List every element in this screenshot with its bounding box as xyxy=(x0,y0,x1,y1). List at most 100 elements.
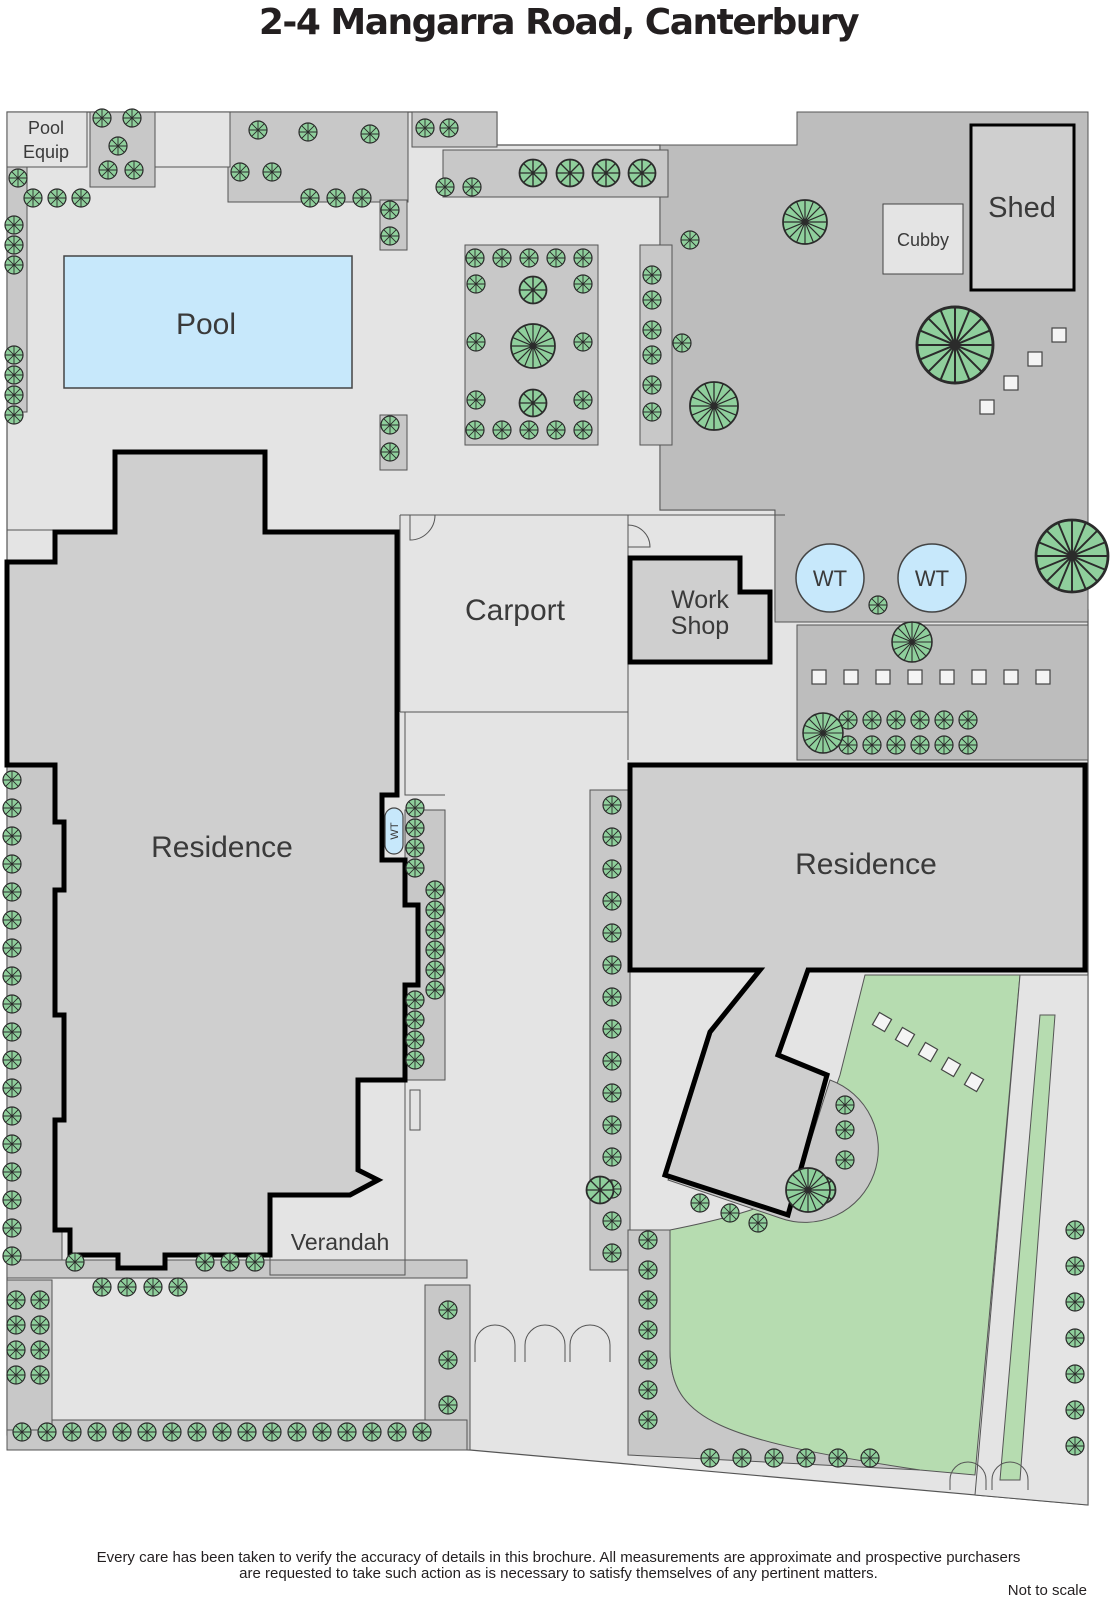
tree-icon xyxy=(602,891,622,911)
shed-label: Shed xyxy=(988,192,1056,224)
tree-icon xyxy=(700,1448,720,1468)
tree-icon xyxy=(4,255,24,275)
pool-equip-label: Equip xyxy=(23,142,69,162)
tree-icon xyxy=(546,248,566,268)
tree-icon xyxy=(519,420,539,440)
tree-icon xyxy=(326,188,346,208)
tree-icon xyxy=(124,160,144,180)
tree-icon xyxy=(638,1230,658,1250)
tree-icon xyxy=(405,798,425,818)
cubby-label: Cubby xyxy=(897,230,949,250)
scale-note: Not to scale xyxy=(1007,1582,1087,1599)
tree-icon xyxy=(2,798,22,818)
tree-icon xyxy=(262,162,282,182)
door-swing-icon xyxy=(409,514,1029,1490)
tree-icon xyxy=(112,1422,132,1442)
tree-icon xyxy=(405,990,425,1010)
tree-icon xyxy=(602,987,622,1007)
tree-icon xyxy=(30,1290,50,1310)
gate-step xyxy=(154,111,231,168)
tree-icon xyxy=(438,1350,458,1370)
rear-residence xyxy=(627,762,1088,1219)
tree-icon xyxy=(262,1422,282,1442)
tree-icon xyxy=(638,1350,658,1370)
tree-icon xyxy=(415,118,435,138)
tree-icon xyxy=(438,1395,458,1415)
workshop-label: Shop xyxy=(671,612,729,640)
tree-icon xyxy=(108,136,128,156)
tree-icon xyxy=(4,405,24,425)
tree-icon xyxy=(835,1150,855,1170)
tree-icon xyxy=(2,770,22,790)
tree-icon xyxy=(187,1422,207,1442)
tree-icon xyxy=(2,910,22,930)
tree-icon xyxy=(958,710,978,730)
tree-icon xyxy=(425,900,445,920)
tree-icon xyxy=(782,199,828,245)
tree-icon xyxy=(425,980,445,1000)
tree-icon xyxy=(47,188,67,208)
tree-icon xyxy=(573,420,593,440)
tree-icon xyxy=(642,290,662,310)
tree-icon xyxy=(2,966,22,986)
tree-icon xyxy=(465,420,485,440)
tree-icon xyxy=(220,1252,240,1272)
tree-icon xyxy=(518,158,548,188)
labels: Pool Equip Pool Shed Cubby Carport Work … xyxy=(23,118,1056,1255)
tree-icon xyxy=(466,332,486,352)
tree-icon xyxy=(555,158,585,188)
tree-icon xyxy=(1065,1220,1085,1240)
tree-icon xyxy=(212,1422,232,1442)
tree-icon xyxy=(2,1162,22,1182)
pool-equip xyxy=(6,111,88,168)
tree-icon xyxy=(602,1211,622,1231)
tree-icon xyxy=(680,230,700,250)
tree-icon xyxy=(405,858,425,878)
tree-icon xyxy=(380,200,400,220)
stepping-stone-icon xyxy=(811,327,1067,1093)
tree-icon xyxy=(117,1277,137,1297)
tree-icon xyxy=(910,735,930,755)
tree-icon xyxy=(380,442,400,462)
workshop xyxy=(627,555,773,665)
tree-icon xyxy=(352,188,372,208)
tree-icon xyxy=(627,158,657,188)
tree-icon xyxy=(492,248,512,268)
tree-icon xyxy=(573,248,593,268)
tree-icon xyxy=(438,1300,458,1320)
tree-icon xyxy=(1065,1328,1085,1348)
tree-icon xyxy=(237,1422,257,1442)
tree-icon xyxy=(2,1022,22,1042)
disclaimer-line: Every care has been taken to verify the … xyxy=(96,1549,1021,1566)
tree-icon xyxy=(915,305,995,385)
tree-icon xyxy=(642,320,662,340)
pool xyxy=(63,255,353,389)
tree-icon xyxy=(466,390,486,410)
tree-icon xyxy=(642,375,662,395)
main-residence xyxy=(4,449,421,1271)
tree-icon xyxy=(12,1422,32,1442)
tree-icon xyxy=(6,1315,26,1335)
tree-icon xyxy=(298,122,318,142)
tree-icon xyxy=(602,923,622,943)
tree-icon xyxy=(886,735,906,755)
tree-icon xyxy=(2,1078,22,1098)
tree-icon xyxy=(638,1260,658,1280)
tree-icon xyxy=(65,1252,85,1272)
tree-icon xyxy=(87,1422,107,1442)
verandah-label: Verandah xyxy=(291,1229,389,1255)
tree-icon xyxy=(862,710,882,730)
tree-icon xyxy=(2,1218,22,1238)
tree-icon xyxy=(868,595,888,615)
tree-icon xyxy=(168,1277,188,1297)
tree-icon xyxy=(2,1106,22,1126)
tree-icon xyxy=(405,1050,425,1070)
tree-icon xyxy=(380,415,400,435)
tree-icon xyxy=(137,1422,157,1442)
tree-icon xyxy=(6,1365,26,1385)
tree-icon xyxy=(720,1203,740,1223)
tree-icon xyxy=(573,332,593,352)
tree-icon xyxy=(2,1190,22,1210)
tree-icon xyxy=(602,955,622,975)
